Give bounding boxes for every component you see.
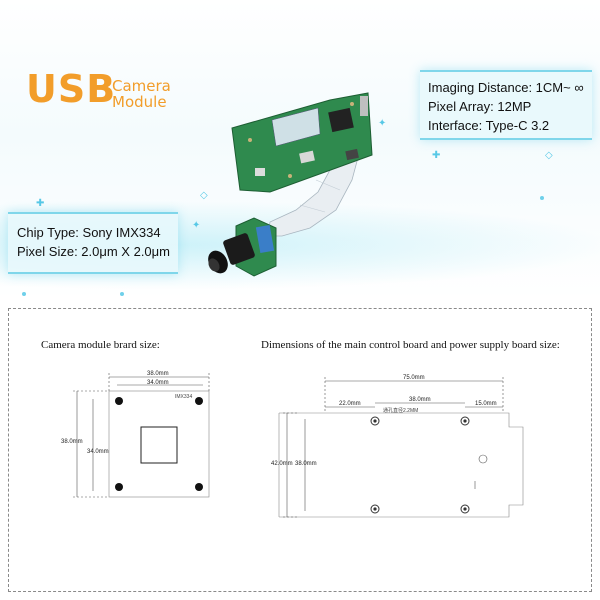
dimension-drawings (73, 373, 524, 518)
sparkle-icon: ✦ (378, 118, 387, 129)
product-banner: USB Camera Module ✦ ✚ ✦ ◇ ✚ ◇ Imagi (0, 0, 600, 300)
camera-board-size-title: Camera module brard size: (41, 339, 160, 351)
logo-subtitle: Camera Module (112, 78, 171, 110)
spec-chip-type: Chip Type: Sony IMX334 (17, 225, 161, 240)
logo-subtitle-line2: Module (112, 93, 167, 111)
main-width-total: 75.0mm (403, 375, 425, 381)
sparkle-icon: ✦ (192, 220, 201, 231)
main-left-offset: 22.0mm (339, 401, 361, 407)
sparkle-icon: ◇ (545, 150, 553, 161)
camera-width-outer: 38.0mm (147, 371, 169, 377)
main-right-offset: 15.0mm (475, 401, 497, 407)
camera-width-inner: 34.0mm (147, 380, 169, 386)
sparkle-dot (540, 196, 544, 200)
dimensions-panel: Camera module brard size: Dimensions of … (8, 308, 592, 592)
main-hole-note: 通孔直径2.2MM (383, 408, 419, 414)
camera-height-inner: 34.0mm (87, 449, 109, 455)
spec-pixel-array: Pixel Array: 12MP (428, 99, 532, 114)
camera-height-outer: 38.0mm (61, 439, 83, 445)
spec-interface: Interface: Type-C 3.2 (428, 118, 550, 133)
camera-board-silk-text: IMX334 (175, 394, 193, 400)
sparkle-icon: ✚ (36, 198, 45, 209)
spec-callout-left: Chip Type: Sony IMX334 Pixel Size: 2.0μm… (8, 212, 178, 274)
logo-subtitle-line1: Camera (112, 77, 171, 95)
main-height-inner: 38.0mm (295, 461, 317, 467)
logo-usb: USB (26, 67, 117, 111)
camera-module-illustration (208, 92, 373, 277)
main-height-outer: 42.0mm (271, 461, 293, 467)
main-hole-span: 38.0mm (409, 397, 431, 403)
spec-callout-right: Imaging Distance: 1CM~ ∞ Pixel Array: 12… (420, 70, 592, 140)
sparkle-icon: ◇ (200, 190, 208, 201)
sparkle-icon: ✚ (432, 150, 441, 161)
sparkle-dot (120, 292, 124, 296)
main-board-size-title: Dimensions of the main control board and… (261, 339, 560, 351)
spec-imaging-distance: Imaging Distance: 1CM~ ∞ (428, 80, 584, 95)
sparkle-dot (22, 292, 26, 296)
spec-pixel-size: Pixel Size: 2.0μm X 2.0μm (17, 244, 170, 259)
